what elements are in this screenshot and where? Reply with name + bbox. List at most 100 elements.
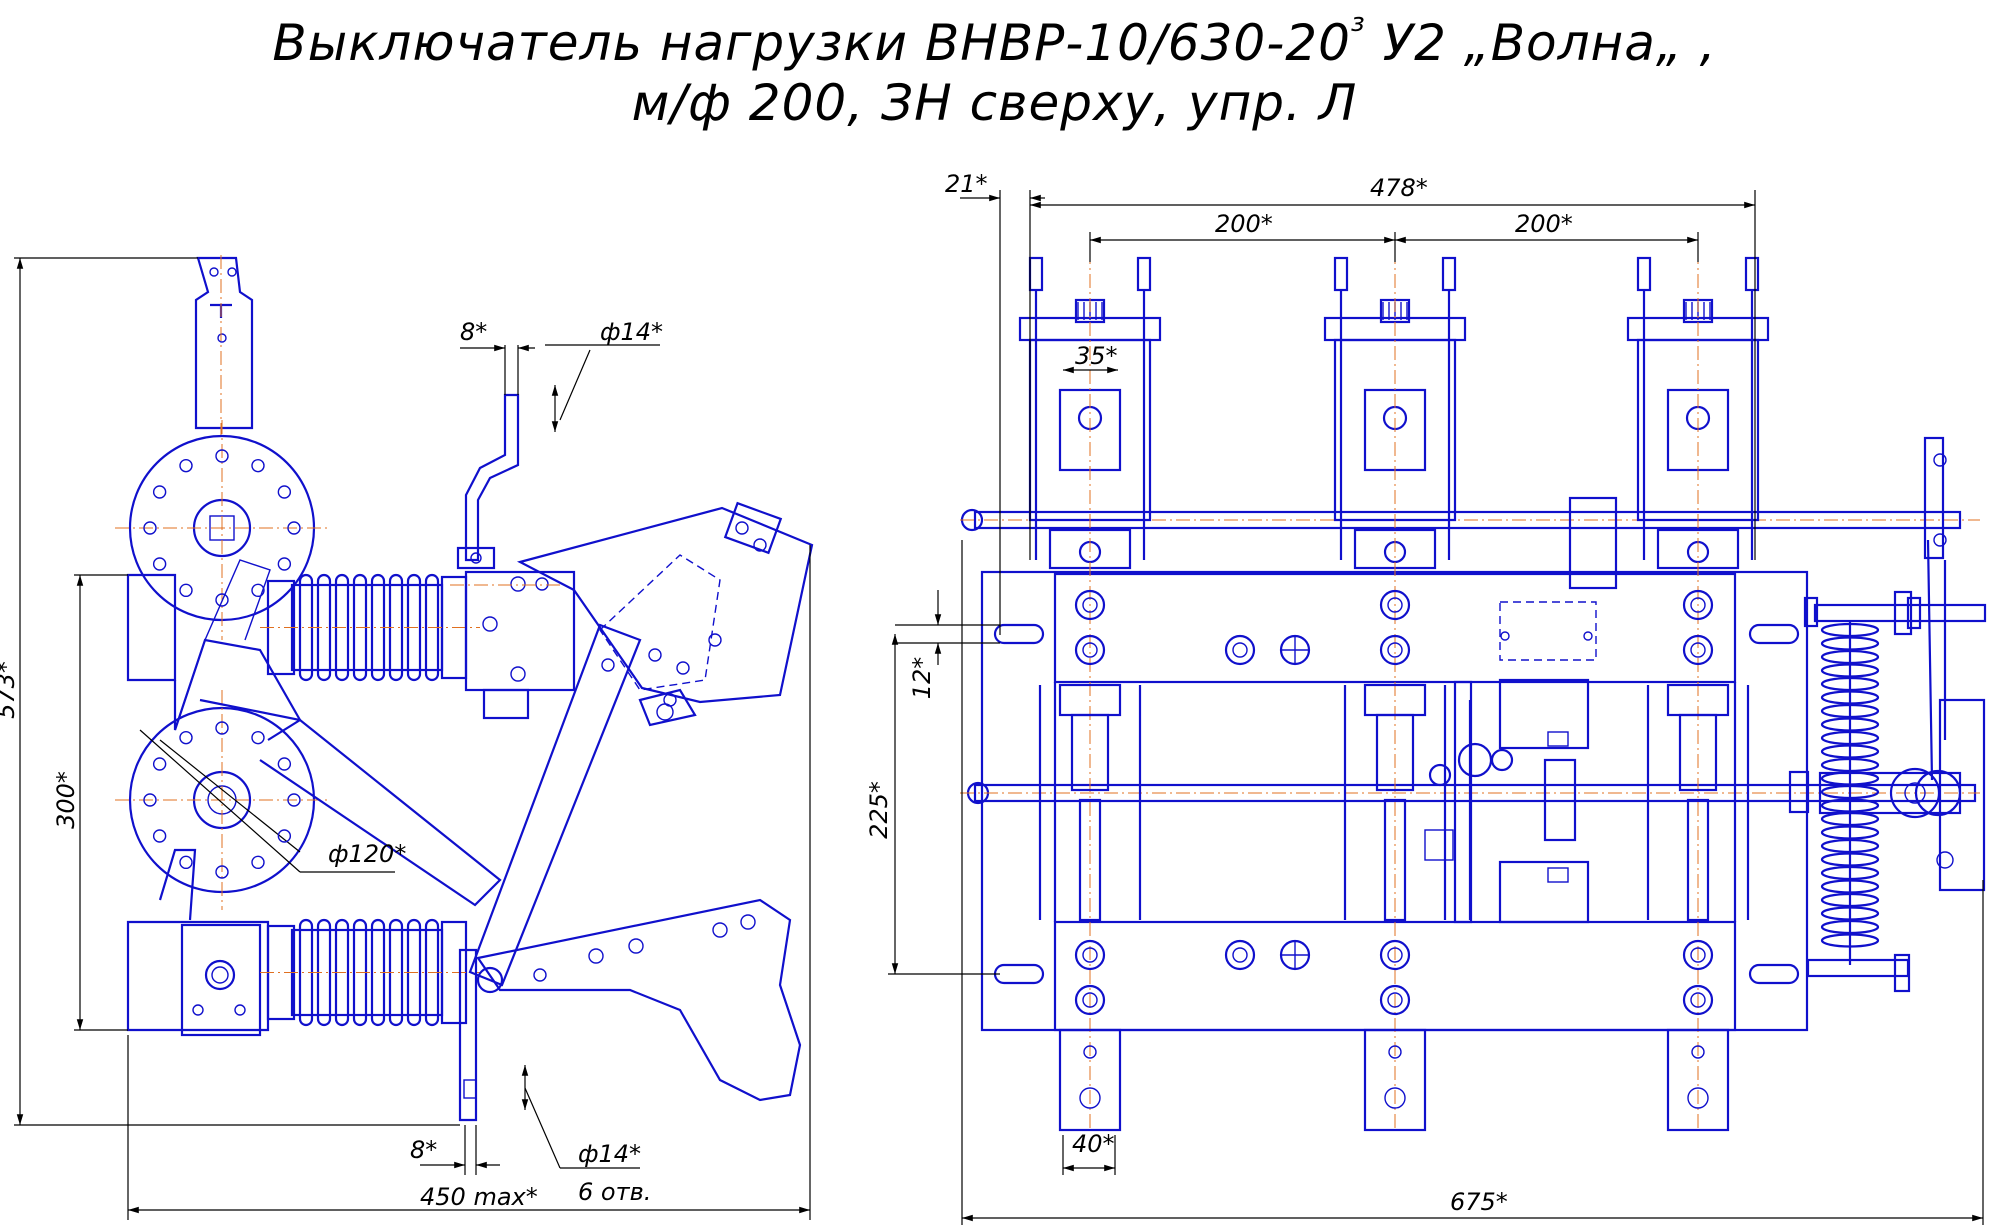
contact-post-top bbox=[1136, 256, 1152, 292]
contact-post-top bbox=[1636, 256, 1652, 292]
busbar-bolt-hole bbox=[1082, 947, 1098, 963]
flange-bolt bbox=[277, 757, 292, 771]
busbar-bolt bbox=[1379, 984, 1411, 1016]
contact-housing bbox=[1333, 338, 1457, 522]
busbar-bolt-hole bbox=[1082, 597, 1098, 613]
busbar-bolt-hole bbox=[1387, 992, 1403, 1008]
terminal-hole bbox=[1388, 1045, 1402, 1059]
terminal-hole bbox=[1687, 1087, 1709, 1109]
lower-flange-bolts bbox=[143, 721, 301, 879]
pole bbox=[1323, 250, 1467, 1132]
busbar-bolt bbox=[1074, 939, 1106, 971]
busbar-bolt-hole bbox=[1690, 947, 1706, 963]
dim-bracket-bottom: 8* bbox=[410, 1136, 437, 1164]
busbar-bolt bbox=[1682, 634, 1714, 666]
flange-bolt bbox=[251, 583, 265, 598]
title-tail: У2 „Волна„ , bbox=[1365, 14, 1717, 72]
bottom-terminal bbox=[1363, 1028, 1427, 1132]
contact-post-top bbox=[1333, 256, 1349, 292]
terminal-hole bbox=[1691, 1045, 1705, 1059]
pole bbox=[1018, 250, 1162, 1132]
front-view-dimensions: 21* 478* 200* 200* 35* 12* 225* 40* 675* bbox=[865, 170, 1984, 1225]
flange-bolt bbox=[143, 793, 157, 807]
flange-bolt bbox=[251, 855, 265, 870]
flange-bolt bbox=[287, 793, 301, 807]
switch-blade bbox=[468, 501, 814, 994]
dim-pole-pitch-2: 200* bbox=[1515, 210, 1573, 238]
upper-flange bbox=[115, 420, 330, 640]
bottom-terminal bbox=[1058, 1028, 1122, 1132]
busbar-bolt bbox=[1379, 634, 1411, 666]
flange-bolt bbox=[143, 521, 157, 535]
contact-post-top bbox=[1441, 256, 1457, 292]
link-rod bbox=[1383, 798, 1407, 922]
link-arm bbox=[1070, 713, 1110, 792]
flange-bolt bbox=[251, 730, 265, 745]
bottom-terminal bbox=[1666, 1028, 1730, 1132]
drive-mechanism bbox=[1788, 436, 1987, 993]
flange-bolt bbox=[152, 557, 167, 571]
flange-bolt bbox=[179, 458, 193, 473]
dim-height-insulators: 300* bbox=[52, 771, 80, 829]
dim-hole-bottom: ф14* bbox=[578, 1140, 641, 1168]
earthing-blade bbox=[476, 898, 802, 1102]
busbar-bolt-hole bbox=[1387, 947, 1403, 963]
title-main: Выключатель нагрузки ВНВР-10/630-20 bbox=[272, 14, 1351, 72]
contact-post-top bbox=[1028, 256, 1044, 292]
dim-offset-left: 21* bbox=[945, 170, 988, 198]
dim-flange-diameter: ф120* bbox=[328, 840, 406, 868]
contact-post-top bbox=[1744, 256, 1760, 292]
drawing-title-line-2: м/ф 200, ЗН сверху, упр. Л bbox=[631, 74, 1358, 132]
flange-bolt bbox=[179, 730, 193, 745]
dim-height-total: 573* bbox=[0, 661, 20, 719]
busbar-bolt bbox=[1074, 984, 1106, 1016]
flange-bolt bbox=[277, 829, 292, 843]
link-rod bbox=[1686, 798, 1710, 922]
switch-poles bbox=[1018, 250, 1770, 1132]
dim-contact-width: 35* bbox=[1075, 342, 1118, 370]
busbar-bolt-hole bbox=[1690, 597, 1706, 613]
busbar-bolt-hole bbox=[1690, 992, 1706, 1008]
dim-width-max: 450 max* bbox=[420, 1183, 538, 1211]
busbar-bolt bbox=[1682, 984, 1714, 1016]
upper-contact-block bbox=[450, 393, 576, 720]
dim-holes-count: 6 отв. bbox=[578, 1178, 651, 1206]
link-arm bbox=[1678, 713, 1718, 792]
flange-bolt bbox=[277, 485, 292, 499]
busbar-bolt-hole bbox=[1082, 642, 1098, 658]
contact-housing bbox=[1636, 338, 1760, 522]
flange-bolt bbox=[215, 721, 229, 735]
flange-bolt bbox=[215, 593, 229, 607]
dim-terminal-width: 40* bbox=[1072, 1130, 1115, 1158]
link-rod bbox=[1078, 798, 1102, 922]
flange-bolt bbox=[179, 855, 193, 870]
title-superscript: з bbox=[1350, 8, 1366, 38]
flange-bolt bbox=[287, 521, 301, 535]
upper-flange-bolts bbox=[143, 449, 301, 607]
flange-bolt bbox=[215, 865, 229, 879]
side-view-dimensions: 573* 300* 8* ф14* ф120* 8* ф14* 6 отв. bbox=[0, 257, 811, 1220]
terminal-hole bbox=[1079, 1087, 1101, 1109]
compression-spring bbox=[1820, 620, 1880, 965]
flange-bolt bbox=[152, 485, 167, 499]
side-view bbox=[115, 255, 814, 1122]
terminal-hole bbox=[1384, 1087, 1406, 1109]
pole bbox=[1626, 250, 1770, 1132]
dim-bracket-top: 8* bbox=[460, 318, 487, 346]
dim-pole-pitch-1: 200* bbox=[1215, 210, 1273, 238]
busbar-bolt bbox=[1074, 589, 1106, 621]
busbar-bolt bbox=[1379, 939, 1411, 971]
flange-bolt bbox=[251, 458, 265, 473]
dim-hole-top: ф14* bbox=[600, 318, 663, 346]
busbar-bolt-hole bbox=[1387, 642, 1403, 658]
dim-span-total: 478* bbox=[1370, 174, 1428, 202]
busbar-bolt bbox=[1074, 634, 1106, 666]
busbar-bolt-hole bbox=[1387, 597, 1403, 613]
drawing-title-line-1: Выключатель нагрузки ВНВР-10/630-20з У2 … bbox=[0, 8, 1989, 72]
dim-mount-height: 225* bbox=[865, 781, 893, 839]
link-arm bbox=[1375, 713, 1415, 792]
front-view bbox=[960, 250, 1987, 1132]
busbar-bolt-hole bbox=[1082, 992, 1098, 1008]
busbar-bolt-hole bbox=[1690, 642, 1706, 658]
